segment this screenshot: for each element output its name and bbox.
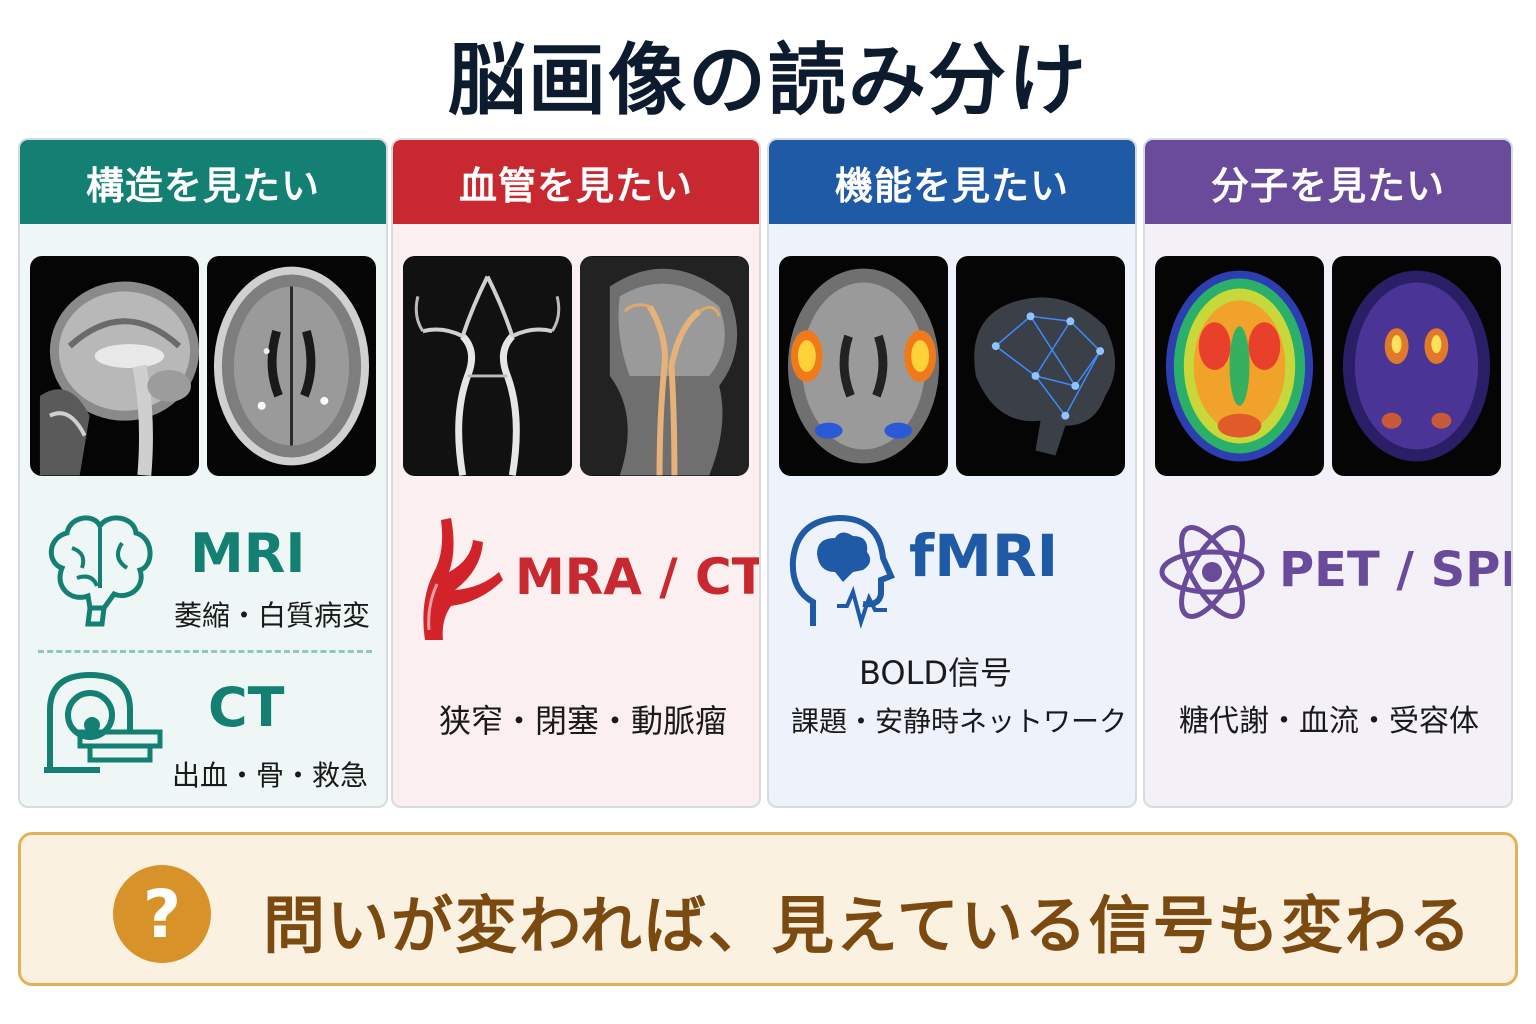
page-title: 脳画像の読み分け xyxy=(447,36,1088,126)
cta-angiogram-image xyxy=(580,256,749,476)
image-row-vessels xyxy=(403,256,749,476)
spect-receptor-image xyxy=(1332,256,1501,476)
column-header-function: 機能を見たい xyxy=(769,140,1135,224)
column-vessels: 血管を見たい MRA / CTA 狭窄・閉塞・動脈瘤 xyxy=(391,138,761,808)
column-structure: 構造を見たい xyxy=(18,138,388,808)
image-row-structure xyxy=(30,256,376,476)
brain-icon xyxy=(48,515,153,627)
modality-ct: CT xyxy=(208,676,285,739)
modality-mra-cta-description: 狭窄・閉塞・動脈瘤 xyxy=(439,702,728,740)
ct-scanner-icon xyxy=(44,671,163,773)
key-message-banner: ? 問いが変われば、見えている信号も変わる xyxy=(18,832,1518,986)
question-icon: ? xyxy=(113,865,211,963)
modality-mra-cta: MRA / CTA xyxy=(515,548,761,606)
dashed-divider xyxy=(38,650,372,653)
modality-mri-description: 萎縮・白質病変 xyxy=(174,599,371,632)
column-header-molecular: 分子を見たい xyxy=(1145,140,1511,224)
brain-network-image xyxy=(956,256,1125,476)
image-row-molecular xyxy=(1155,256,1501,476)
pet-metabolism-image xyxy=(1155,256,1324,476)
column-molecular: 分子を見たい xyxy=(1143,138,1513,808)
image-row-function xyxy=(779,256,1125,476)
column-header-vessels: 血管を見たい xyxy=(393,140,759,224)
modality-fmri: fMRI xyxy=(909,522,1059,590)
column-function: 機能を見たい xyxy=(767,138,1137,808)
atom-icon xyxy=(1159,525,1265,619)
mri-axial-image xyxy=(207,256,376,476)
mri-sagittal-image xyxy=(30,256,199,476)
head-brain-signal-icon xyxy=(789,514,896,629)
modality-pet-spect-description: 糖代謝・血流・受容体 xyxy=(1179,704,1479,739)
fmri-activation-image xyxy=(779,256,948,476)
mra-angiogram-image xyxy=(403,256,572,476)
modality-fmri-signal: BOLD信号 xyxy=(859,654,1013,692)
modality-fmri-description: 課題・安静時ネットワーク xyxy=(791,705,1128,738)
modality-ct-description: 出血・骨・救急 xyxy=(172,759,369,792)
artery-icon xyxy=(423,518,503,640)
key-message-text: 問いが変われば、見えている信号も変わる xyxy=(263,889,1473,962)
column-header-structure: 構造を見たい xyxy=(20,140,386,224)
modality-pet-spect: PET / SPECT xyxy=(1279,542,1511,598)
modality-mri: MRI xyxy=(190,522,306,585)
